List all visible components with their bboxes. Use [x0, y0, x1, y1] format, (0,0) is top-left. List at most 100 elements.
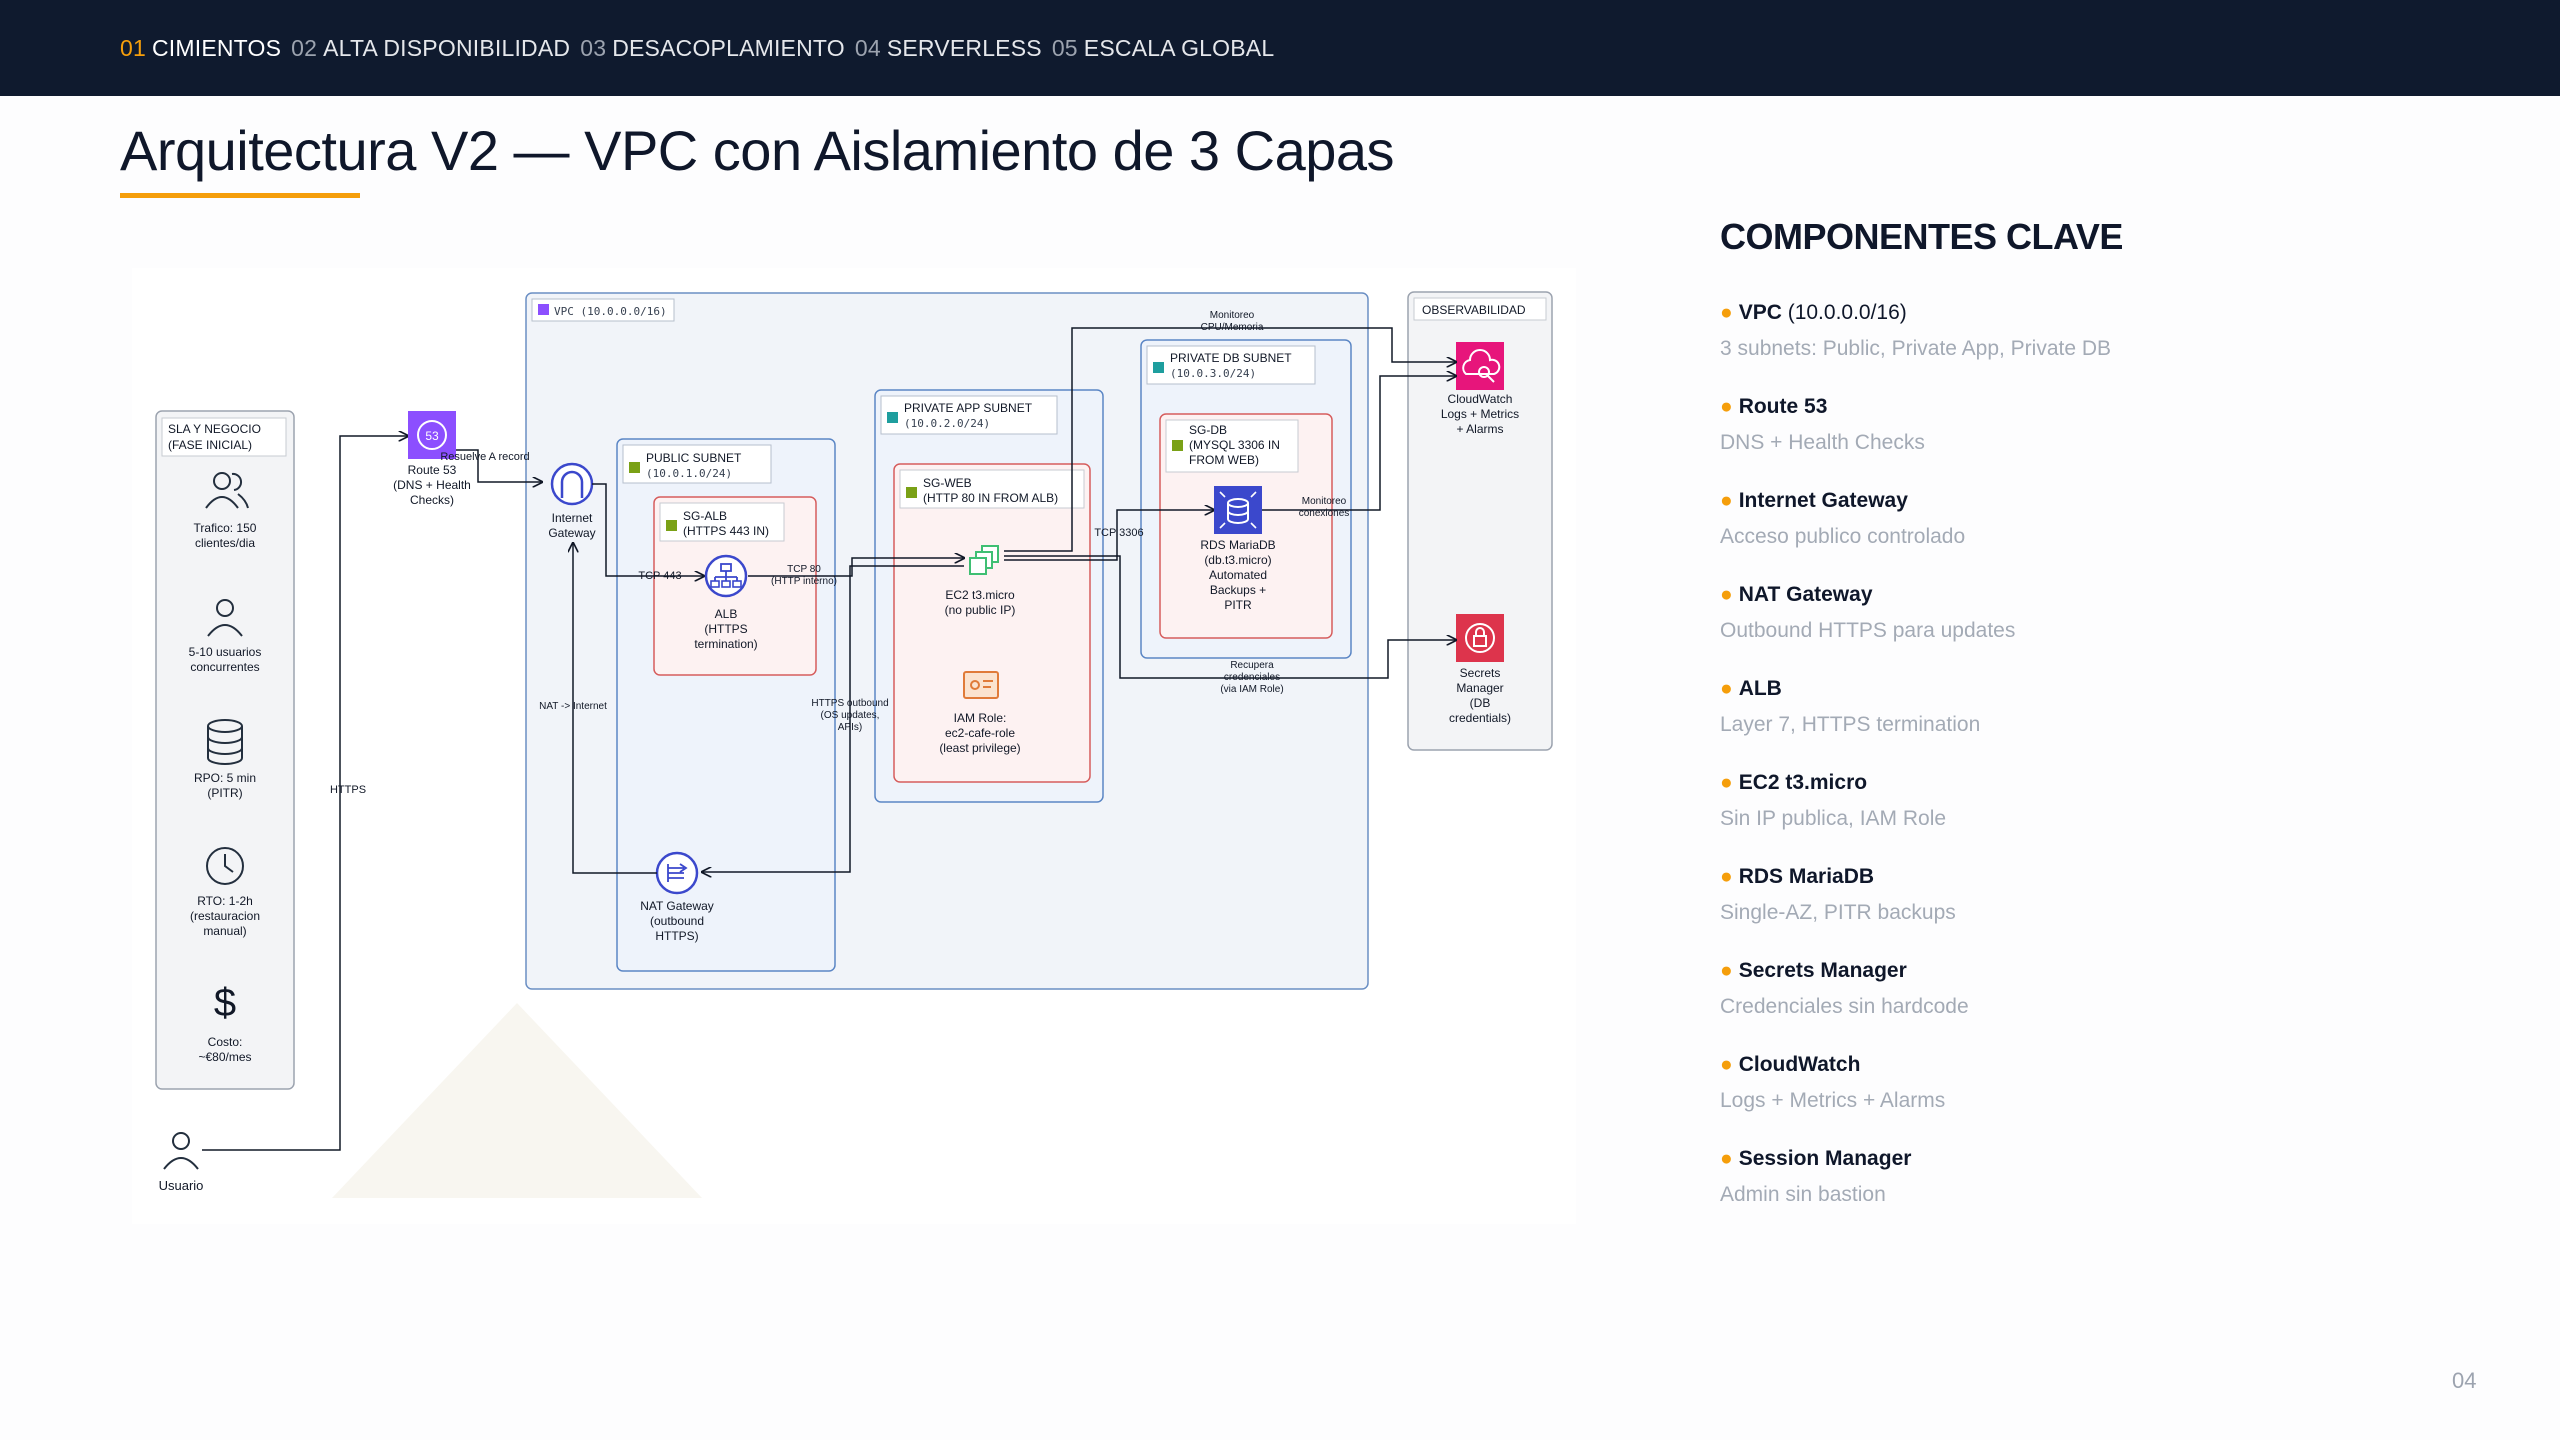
dollar-icon: $ [214, 981, 236, 1025]
sg-db-label-3: FROM WEB) [1189, 453, 1259, 467]
sg-web-label-2: (HTTP 80 IN FROM ALB) [923, 491, 1058, 505]
recupera-label-1: Recupera [1230, 660, 1274, 671]
route53-label-1: Route 53 [408, 463, 457, 477]
alb-label-1: ALB [715, 607, 738, 621]
edge-ec2-rds [1004, 510, 1214, 561]
component-ec2: ●EC2 t3.micro Sin IP publica, IAM Role [1720, 771, 1947, 830]
user-icon [207, 599, 243, 637]
sg-db-icon [1172, 440, 1183, 451]
https-outbound-label-1: HTTPS outbound [811, 698, 888, 709]
monitoreo-con-label-1: Monitoreo [1302, 496, 1347, 507]
public-subnet-icon [629, 462, 640, 473]
secrets-label-3: (DB [1470, 696, 1491, 710]
observabilidad-label: OBSERVABILIDAD [1422, 303, 1526, 317]
bullet-icon: ● [1720, 1147, 1733, 1170]
component-rds: ●RDS MariaDB Single-AZ, PITR backups [1720, 865, 1956, 924]
edge-rds-cloudwatch [1262, 376, 1456, 511]
app-subnet-icon [887, 412, 898, 423]
sg-alb-label-1: SG-ALB [683, 509, 727, 523]
sg-alb-icon [666, 520, 677, 531]
sla-usuarios-1: 5-10 usuarios [189, 645, 262, 659]
iam-label-3: (least privilege) [939, 741, 1020, 755]
sla-panel: SLA Y NEGOCIO (FASE INICIAL) Trafico: 15… [155, 410, 295, 1090]
svg-text:53: 53 [425, 429, 439, 443]
bullet-icon: ● [1720, 583, 1733, 606]
edge-ec2-cloudwatch [1004, 327, 1456, 552]
sg-web [893, 463, 1091, 783]
app-subnet-label-2: (10.0.2.0/24) [904, 417, 990, 430]
component-vpc: ●VPC (10.0.0.0/16) 3 subnets: Public, Pr… [1720, 301, 2112, 360]
route53-icon [408, 411, 456, 459]
vpc-label: VPC (10.0.0.0/16) [554, 305, 667, 318]
bullet-icon: ● [1720, 301, 1733, 324]
secrets-manager-icon [1456, 614, 1504, 662]
nat-label-2: (outbound [650, 914, 704, 928]
nat-label-3: HTTPS) [655, 929, 698, 943]
monitoreo-cpu-label-2: CPU/Memoria [1201, 322, 1264, 333]
sg-web-icon [906, 487, 917, 498]
igw-label-1: Internet [552, 511, 593, 525]
component-internet-gateway: ●Internet Gateway Acceso publico control… [1720, 489, 1966, 548]
sla-title-1: SLA Y NEGOCIO [168, 422, 261, 436]
clock-icon [206, 847, 244, 885]
rds-label-4: Backups + [1210, 583, 1266, 597]
app-subnet-label-1: PRIVATE APP SUBNET [904, 401, 1033, 415]
sla-rto-3: manual) [203, 924, 246, 938]
usuario-label: Usuario [159, 1178, 204, 1193]
rds-label-2: (db.t3.micro) [1204, 553, 1271, 567]
secrets-label-1: Secrets [1460, 666, 1501, 680]
https-outbound-label-2: (OS updates, [821, 710, 880, 721]
secrets-label-4: credentials) [1449, 711, 1511, 725]
component-nat-gateway: ●NAT Gateway Outbound HTTPS para updates [1720, 583, 2016, 642]
edge-igw-alb [592, 483, 704, 576]
igw-label-2: Gateway [548, 526, 595, 540]
architecture-svg: SLA Y NEGOCIO (FASE INICIAL) Trafico: 15… [155, 291, 1553, 1198]
sg-db-label-2: (MYSQL 3306 IN [1189, 438, 1280, 452]
componentes-panel: COMPONENTES CLAVE ●VPC (10.0.0.0/16) 3 s… [1720, 216, 2340, 1238]
rds-label-3: Automated [1209, 568, 1267, 582]
public-subnet-label-1: PUBLIC SUBNET [646, 451, 742, 465]
component-alb: ●ALB Layer 7, HTTPS termination [1720, 677, 1981, 736]
rds-label-1: RDS MariaDB [1200, 538, 1275, 552]
page-number: 04 [2452, 1368, 2477, 1393]
sla-rpo-2: (PITR) [207, 786, 242, 800]
bullet-icon: ● [1720, 395, 1733, 418]
bullet-icon: ● [1720, 489, 1733, 512]
bullet-icon: ● [1720, 959, 1733, 982]
cloudwatch-label-2: Logs + Metrics [1441, 407, 1519, 421]
component-cloudwatch: ●CloudWatch Logs + Metrics + Alarms [1720, 1053, 1946, 1112]
tcp3306-label: TCP 3306 [1094, 527, 1143, 539]
tcp80-label-1: TCP 80 [787, 564, 821, 575]
usuario-icon [163, 1132, 199, 1170]
title-underline [120, 193, 360, 198]
observabilidad-panel [1407, 291, 1553, 751]
db-subnet-label-1: PRIVATE DB SUBNET [1170, 351, 1292, 365]
edge-ec2-nat [702, 565, 964, 872]
watermark-shape [332, 1003, 702, 1198]
edge-nat-igw [573, 543, 657, 874]
sla-rto-2: (restauracion [190, 909, 260, 923]
ec2-label-2: (no public IP) [945, 603, 1016, 617]
sla-rpo-1: RPO: 5 min [194, 771, 256, 785]
db-subnet-icon [1153, 362, 1164, 373]
component-secrets-manager: ●Secrets Manager Credenciales sin hardco… [1720, 959, 1969, 1018]
edge-route53-igw [456, 449, 542, 482]
alb-label-3: termination) [694, 637, 757, 651]
sg-alb-label-2: (HTTPS 443 IN) [683, 524, 769, 538]
sla-title-2: (FASE INICIAL) [168, 438, 252, 452]
component-route53: ●Route 53 DNS + Health Checks [1720, 395, 1925, 454]
nat-internet-label: NAT -> Internet [539, 701, 607, 712]
recupera-label-3: (via IAM Role) [1220, 684, 1283, 695]
architecture-diagram: SLA Y NEGOCIO (FASE INICIAL) Trafico: 15… [132, 268, 1576, 1224]
bullet-icon: ● [1720, 865, 1733, 888]
edge-ec2-secrets [1004, 555, 1456, 679]
iam-label-2: ec2-cafe-role [945, 726, 1015, 740]
edge-alb-ec2 [748, 558, 964, 577]
component-session-manager: ●Session Manager Admin sin bastion [1720, 1147, 1912, 1206]
